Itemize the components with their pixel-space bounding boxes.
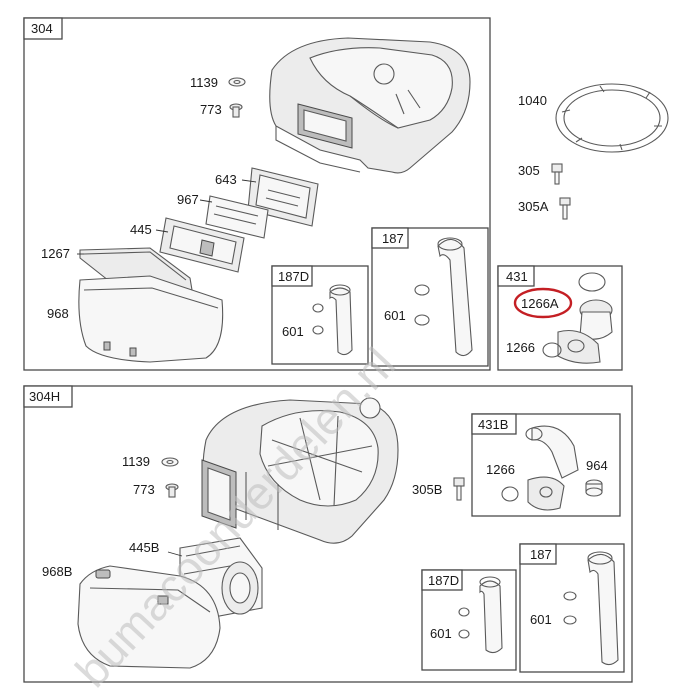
section-431-frame [497,265,623,371]
label-1266a: 1266A [521,296,559,311]
label-1267: 1267 [41,246,70,261]
clamp-601-top-a [312,303,324,335]
clamp-601-top-b [414,284,430,326]
section-187-bottom-frame [519,543,625,673]
label-305b: 305B [412,482,442,497]
section-187d-bottom-tab [421,569,463,591]
part-968b-cover [77,565,221,669]
elbow-intake-431 [557,299,613,364]
section-431-label: 431 [506,269,528,284]
section-187d-top-tab [271,265,313,287]
breather-tube-long-bottom [587,553,619,666]
elbow-intake-431b [525,425,579,511]
section-187d-top-frame [271,265,369,365]
section-304h-frame [23,385,633,683]
label-964: 964 [586,458,608,473]
label-773-top: 773 [200,102,222,117]
section-187d-bottom: 187D 601 [421,569,517,671]
label-445: 445 [130,222,152,237]
label-601-top-a: 601 [282,324,304,339]
highlight-1266a [513,287,573,319]
section-187d-bottom-label: 187D [428,573,459,588]
bolt-773-bottom [165,483,179,498]
label-305a: 305A [518,199,549,214]
label-601-bottom-b: 601 [530,612,552,627]
label-968: 968 [47,306,69,321]
label-1266-top: 1266 [506,340,535,355]
section-187-bottom-label: 187 [530,547,552,562]
section-187-top: 187 601 [371,227,489,367]
section-304-frame [23,17,491,371]
clamp-601-bottom-b [563,591,577,625]
section-304h: 304H [23,385,633,683]
o-ring-1266 [542,342,562,358]
label-1139-top: 1139 [190,75,218,90]
blower-housing-304h [201,397,399,544]
part-964 [585,479,603,497]
breather-tube-short-bottom [479,580,503,654]
label-305: 305 [518,163,540,178]
label-601-top-b: 601 [384,308,406,323]
section-431b-label: 431B [478,417,508,432]
screw-305a [559,197,571,220]
section-187-top-label: 187 [382,231,404,246]
blower-housing-304 [269,37,471,174]
section-187-top-tab [371,227,409,249]
section-187d-top-label: 187D [278,269,309,284]
label-773-bottom: 773 [133,482,155,497]
section-187-top-frame [371,227,489,367]
part-968-cover [78,275,224,363]
screw-305b [453,477,465,501]
section-304h-label: 304H [29,389,60,404]
section-187-bottom-tab [519,543,557,565]
section-431: 431 1266A 1266 [497,265,623,371]
o-ring-1266a [578,272,606,292]
section-431b: 431B 1266 964 [471,413,621,517]
part-1040-ring [555,83,669,153]
bolt-773-top [229,103,243,118]
section-431-tab [497,265,535,287]
clamp-601-bottom-a [458,607,470,639]
o-ring-1266-bottom [501,486,519,502]
part-445-filter [159,217,245,273]
part-967-decal [205,195,269,239]
section-304-label: 304 [31,21,53,36]
section-187d-bottom-frame [421,569,517,671]
washer-1139-top [228,77,246,87]
screw-305 [551,163,563,185]
label-968b: 968B [42,564,72,579]
breather-tube-short-top [329,287,353,356]
label-967: 967 [177,192,199,207]
section-187d-top: 187D 601 [271,265,369,365]
section-304: 304 [23,17,491,371]
section-304-tab [23,17,63,40]
label-1040: 1040 [518,93,547,108]
section-187-bottom: 187 601 [519,543,625,673]
section-431b-frame [471,413,621,517]
breather-tube-long-top [437,238,473,357]
washer-1139-bottom [161,457,179,467]
section-431b-tab [471,413,517,435]
label-1139-bottom: 1139 [122,454,150,469]
label-1266-bottom: 1266 [486,462,515,477]
label-445b: 445B [129,540,159,555]
label-601-bottom-a: 601 [430,626,452,641]
section-304h-tab [23,385,73,408]
label-643: 643 [215,172,237,187]
